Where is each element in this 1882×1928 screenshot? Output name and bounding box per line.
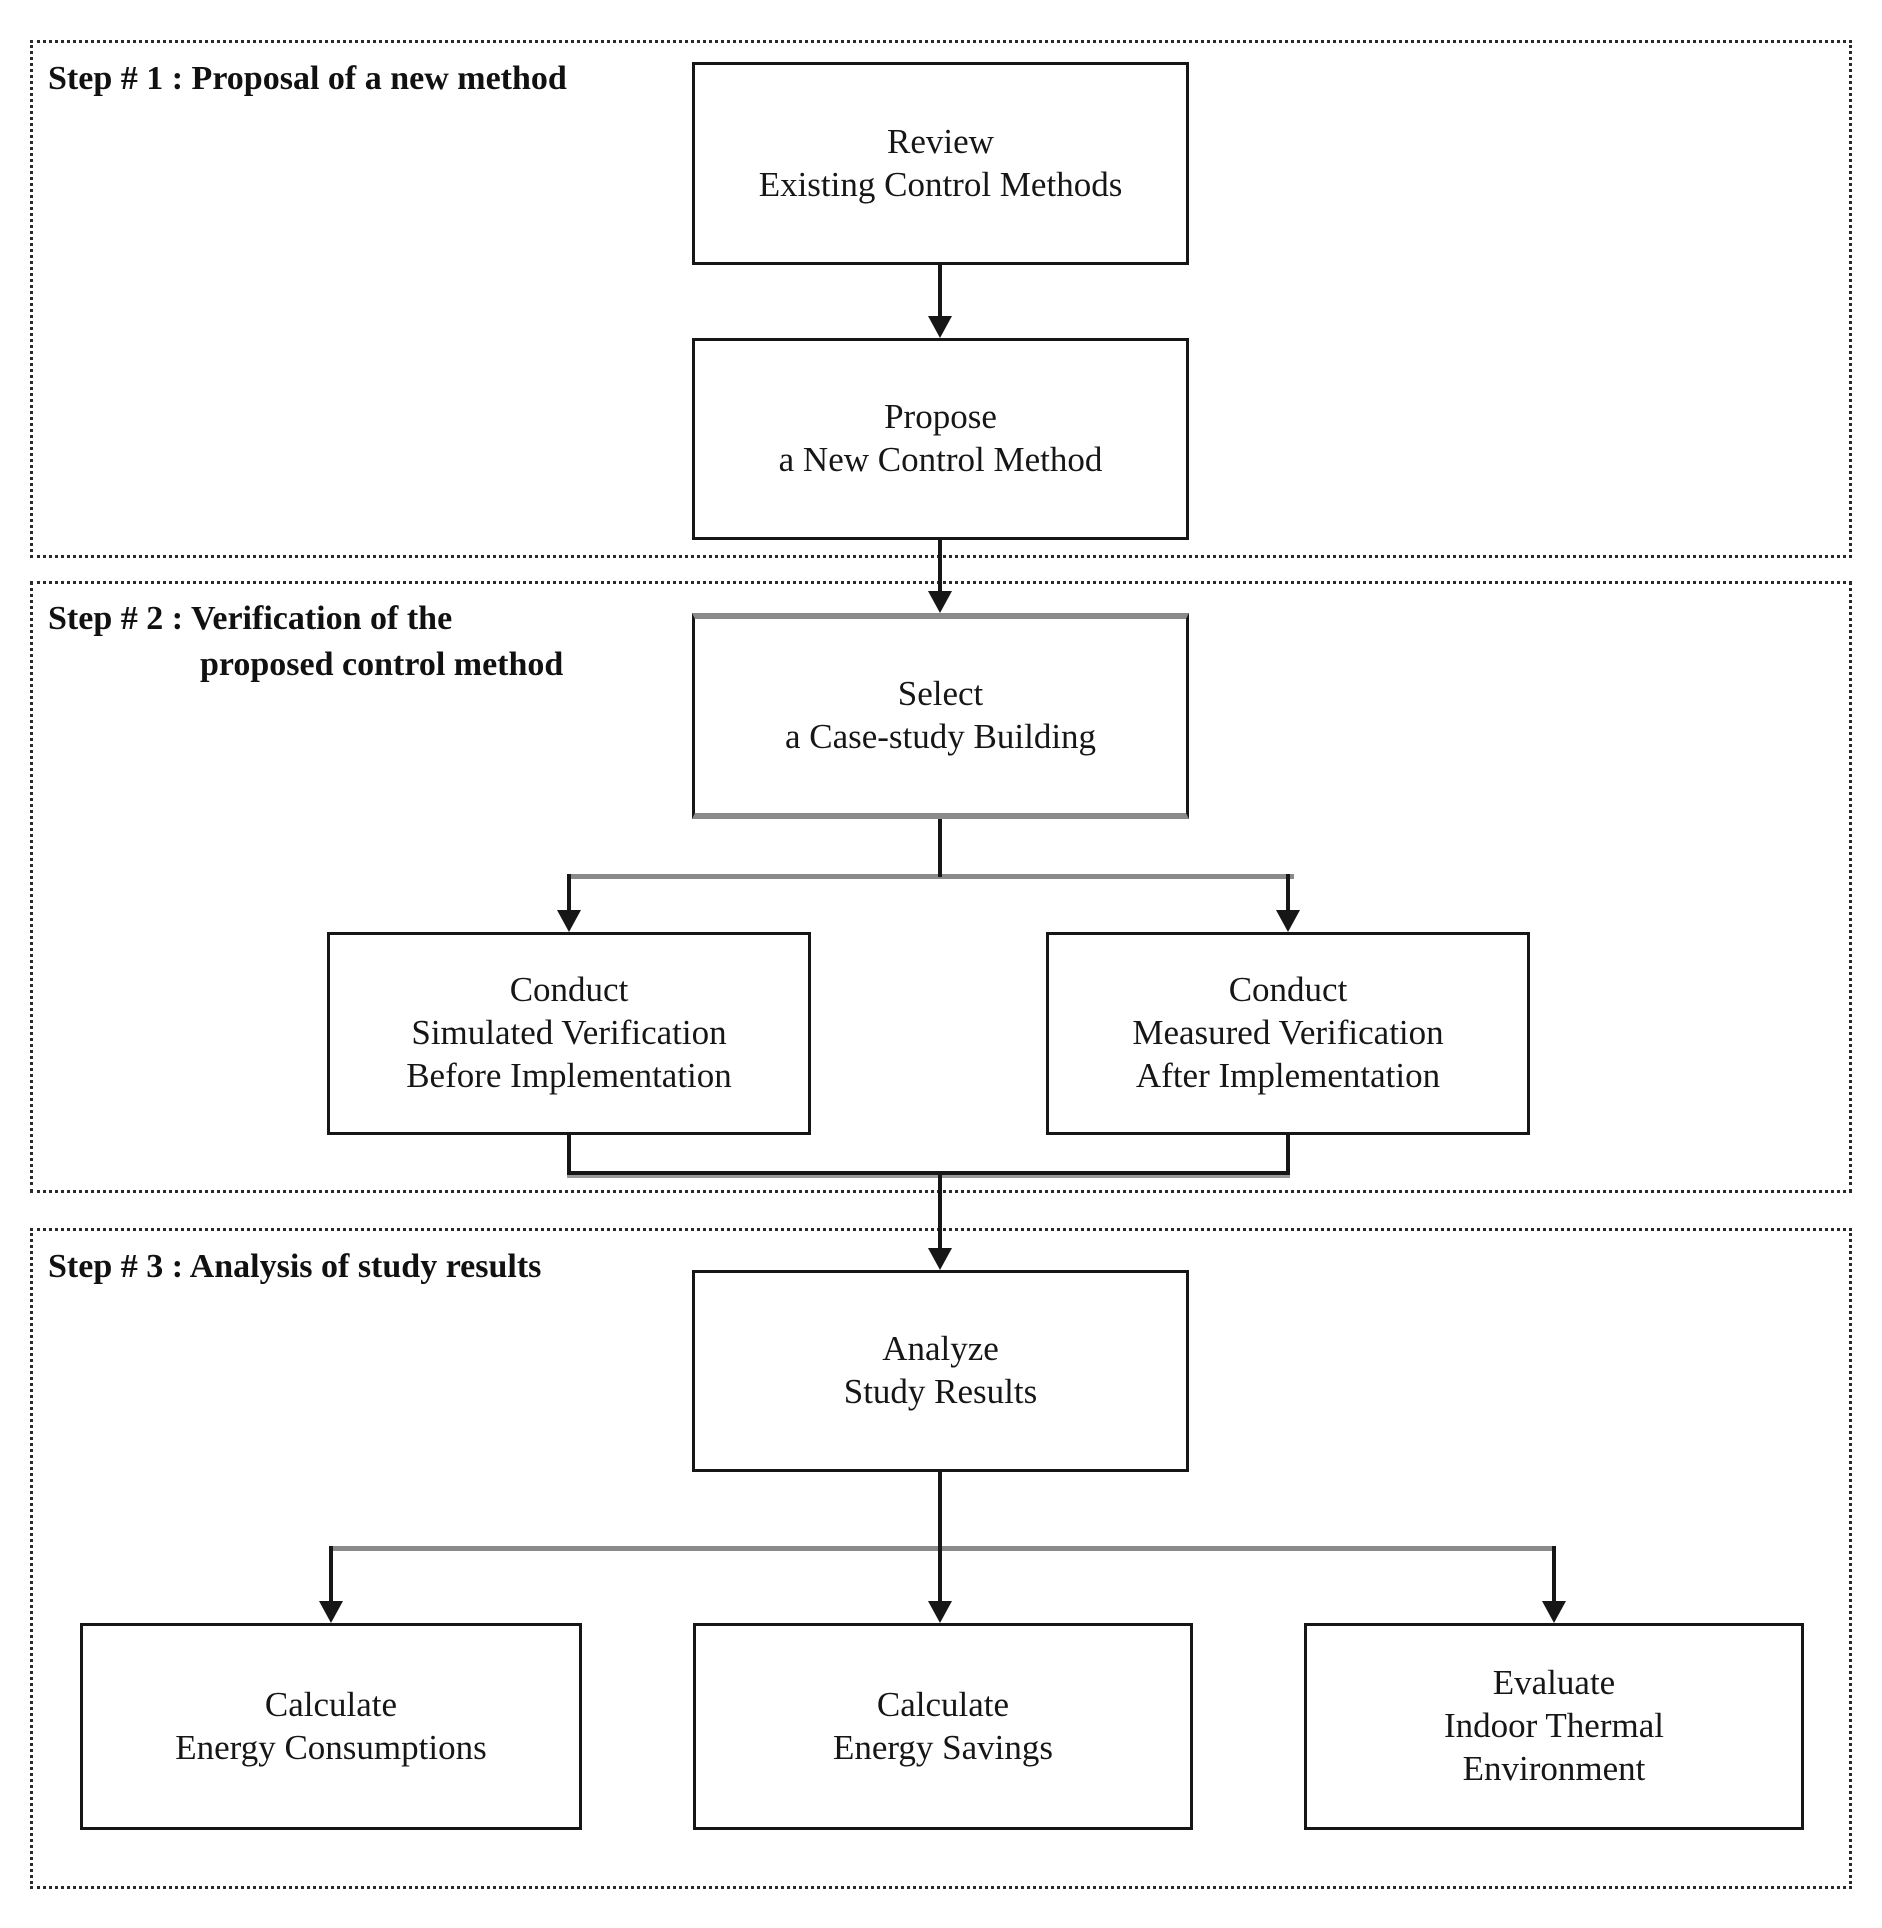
node-label: Conduct Simulated Verification Before Im… bbox=[406, 969, 732, 1097]
step1-title-text: Step # 1 : Proposal of a new method bbox=[48, 60, 567, 97]
node-label-line: Select bbox=[897, 674, 984, 714]
connector-merge-to-analyze bbox=[938, 1173, 942, 1250]
step1-title: Step # 1 : Proposal of a new method bbox=[48, 56, 567, 102]
flow-node-evaluate-indoor-thermal-environment: Evaluate Indoor Thermal Environment bbox=[1304, 1623, 1804, 1830]
node-label-line: Simulated Verification bbox=[411, 1013, 727, 1053]
node-label: Calculate Energy Savings bbox=[833, 1684, 1053, 1769]
flow-node-calculate-energy-savings: Calculate Energy Savings bbox=[693, 1623, 1193, 1830]
flow-node-analyze-study-results: Analyze Study Results bbox=[692, 1270, 1189, 1472]
node-label-line: Calculate bbox=[876, 1684, 1010, 1724]
flow-node-propose-new-control-method: Propose a New Control Method bbox=[692, 338, 1189, 540]
arrowhead-measured-icon bbox=[1276, 910, 1300, 932]
flow-node-select-case-study-building: Select a Case-study Building bbox=[692, 613, 1189, 819]
node-label-line: Energy Consumptions bbox=[175, 1727, 487, 1767]
node-label-line: Analyze bbox=[882, 1329, 999, 1369]
flow-node-review-existing-control-methods: Review Existing Control Methods bbox=[692, 62, 1189, 265]
node-label-line: Propose bbox=[884, 397, 997, 437]
flow-node-calculate-energy-consumptions: Calculate Energy Consumptions bbox=[80, 1623, 582, 1830]
arrowhead-consumptions-icon bbox=[319, 1601, 343, 1623]
node-label: Select a Case-study Building bbox=[785, 673, 1096, 758]
node-label: Propose a New Control Method bbox=[779, 396, 1103, 481]
arrowhead-evaluate-icon bbox=[1542, 1601, 1566, 1623]
connector-propose-to-select bbox=[938, 539, 942, 593]
node-label-line: Energy Savings bbox=[832, 1727, 1054, 1767]
step3-title: Step # 3 : Analysis of study results bbox=[48, 1244, 541, 1290]
node-label-line: Evaluate bbox=[1492, 1663, 1616, 1703]
step2-title-line1: Step # 2 : Verification of the bbox=[48, 600, 453, 637]
flow-node-conduct-simulated-verification: Conduct Simulated Verification Before Im… bbox=[327, 932, 811, 1135]
node-label: Conduct Measured Verification After Impl… bbox=[1132, 969, 1443, 1097]
connector-simulated-merge-stem bbox=[567, 1135, 571, 1175]
connector-measured-merge-stem bbox=[1286, 1135, 1290, 1175]
arrowhead-savings-icon bbox=[928, 1601, 952, 1623]
connector-select-stem bbox=[938, 818, 942, 877]
node-label-line: Measured Verification bbox=[1132, 1013, 1444, 1053]
connector-split-to-measured bbox=[1286, 874, 1290, 912]
node-label: Analyze Study Results bbox=[844, 1328, 1038, 1413]
node-label-line: Indoor Thermal bbox=[1444, 1706, 1664, 1746]
connector-merge-bar bbox=[567, 1171, 1290, 1175]
node-label-line: Review bbox=[887, 121, 994, 161]
arrowhead-select-icon bbox=[928, 591, 952, 613]
node-label-line: Calculate bbox=[264, 1684, 398, 1724]
flow-node-conduct-measured-verification: Conduct Measured Verification After Impl… bbox=[1046, 932, 1530, 1135]
node-label-line: a Case-study Building bbox=[784, 717, 1097, 756]
arrowhead-analyze-icon bbox=[928, 1248, 952, 1270]
node-label-line: Study Results bbox=[843, 1372, 1038, 1411]
connector-branch-to-savings bbox=[938, 1546, 942, 1603]
node-label-line: a New Control Method bbox=[778, 440, 1103, 479]
connector-split-to-simulated bbox=[567, 874, 571, 912]
node-label-line: Existing Control Methods bbox=[758, 164, 1123, 204]
connector-branch-to-consumptions bbox=[329, 1546, 333, 1603]
node-label-line: Conduct bbox=[1228, 970, 1348, 1010]
connector-branch-to-evaluate bbox=[1552, 1546, 1556, 1603]
connector-analyze-stem bbox=[938, 1471, 942, 1550]
step2-title-line2: proposed control method bbox=[200, 645, 564, 683]
step2-title: Step # 2 : Verification of the proposed … bbox=[48, 596, 563, 688]
node-label: Evaluate Indoor Thermal Environment bbox=[1444, 1662, 1664, 1790]
connector-select-split-bar bbox=[567, 874, 1294, 879]
step3-title-text: Step # 3 : Analysis of study results bbox=[48, 1248, 542, 1285]
node-label-line: Before Implementation bbox=[406, 1055, 732, 1095]
connector-review-to-propose bbox=[938, 264, 942, 318]
node-label-line: Environment bbox=[1462, 1748, 1646, 1788]
node-label-line: Conduct bbox=[509, 970, 629, 1010]
node-label-line: After Implementation bbox=[1135, 1055, 1441, 1095]
node-label: Calculate Energy Consumptions bbox=[175, 1684, 486, 1769]
node-label: Review Existing Control Methods bbox=[759, 121, 1123, 206]
connector-analyze-branch-bar bbox=[329, 1546, 1556, 1551]
arrowhead-simulated-icon bbox=[557, 910, 581, 932]
arrowhead-propose-icon bbox=[928, 316, 952, 338]
